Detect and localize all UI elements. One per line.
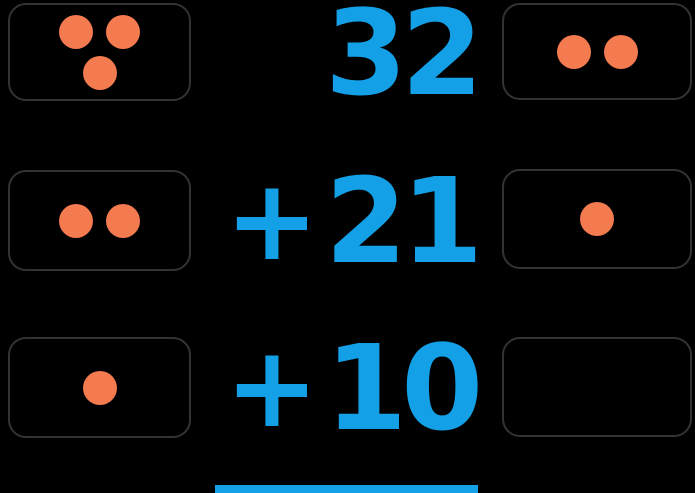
counter-dot	[106, 203, 140, 238]
counter-dot	[59, 14, 93, 49]
addend-value: 10	[325, 318, 483, 457]
dot-group	[59, 14, 140, 90]
counter-dot	[580, 202, 614, 236]
ones-dots-box-row1	[502, 3, 692, 100]
sum-line	[215, 485, 478, 493]
dot-group	[556, 34, 638, 69]
plus-sign: +	[225, 322, 319, 453]
addend-row-1: 32	[225, 0, 483, 112]
tens-dots-box-row1	[8, 3, 191, 101]
addend-row-3: + 10	[225, 329, 483, 447]
dot-group	[59, 203, 140, 238]
dot-group	[580, 202, 614, 236]
addend-value: 32	[325, 0, 483, 122]
counter-dot	[82, 370, 117, 405]
ones-dots-box-row3-empty	[502, 337, 692, 437]
counter-dot	[603, 34, 638, 69]
addend-value: 21	[325, 151, 483, 290]
counter-dot	[82, 55, 117, 90]
counter-dot	[106, 14, 140, 49]
tens-dots-box-row2	[8, 170, 191, 271]
ones-dots-box-row2	[502, 169, 692, 269]
tens-dots-box-row3	[8, 337, 191, 438]
addend-row-2: + 21	[225, 162, 483, 280]
plus-sign: +	[225, 155, 319, 286]
counter-dot	[59, 203, 93, 238]
dot-group	[82, 370, 117, 405]
counter-dot	[556, 34, 591, 69]
